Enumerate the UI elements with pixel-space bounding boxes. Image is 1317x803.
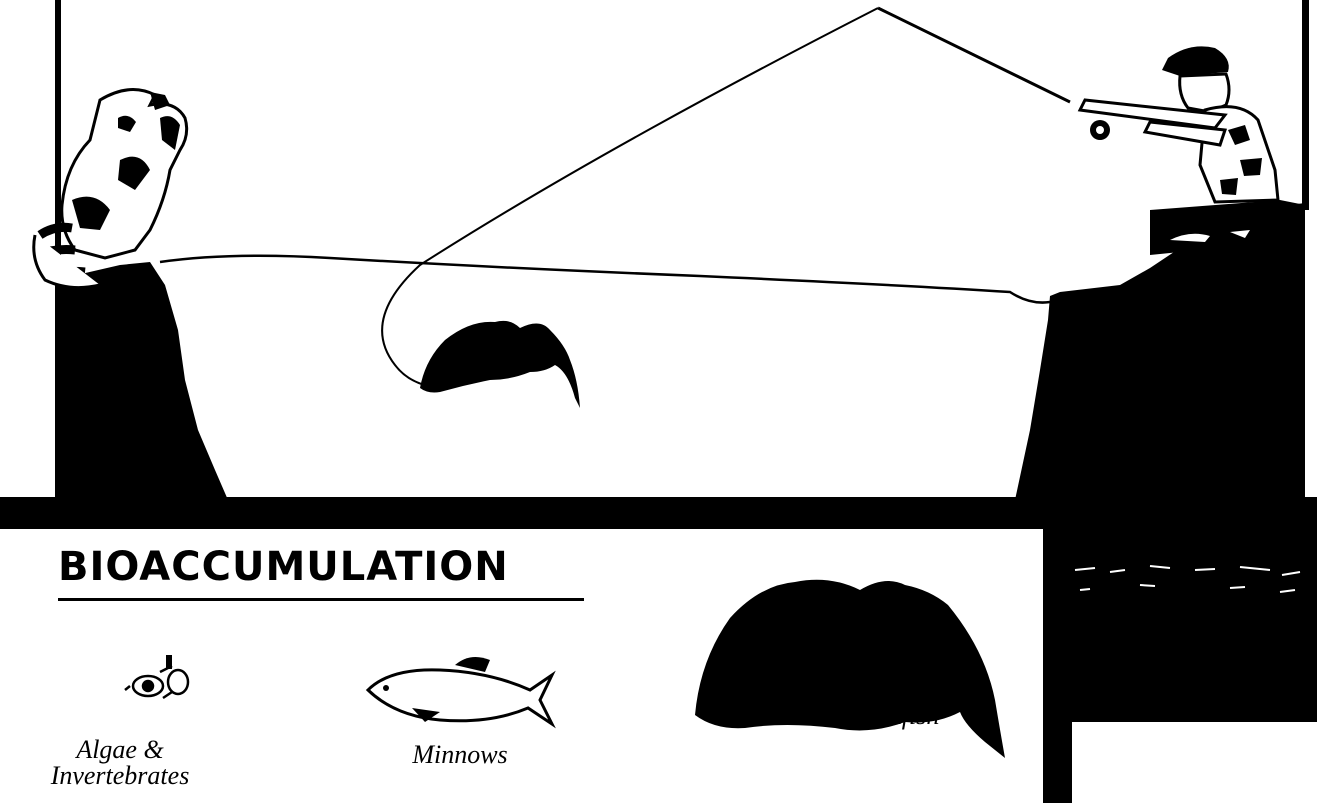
title-underline — [58, 598, 584, 601]
caption-minnows: Minnows — [355, 742, 565, 768]
leaping-fish-icon — [420, 321, 580, 408]
fishing-rod — [878, 8, 1070, 102]
algae-icon — [125, 655, 188, 698]
right-pier — [1043, 500, 1317, 803]
left-cliff — [55, 262, 228, 500]
fishing-line — [382, 8, 878, 388]
bass-icon — [695, 580, 1005, 758]
page-title: BIOACCUMULATION — [58, 547, 509, 587]
shoreline-line — [160, 256, 1050, 303]
angler-icon — [1080, 46, 1305, 255]
caption-bass: Bass, Sunfish — [755, 703, 985, 729]
caption-algae: Algae & Invertebrates — [10, 737, 230, 789]
minnow-icon — [368, 657, 552, 724]
